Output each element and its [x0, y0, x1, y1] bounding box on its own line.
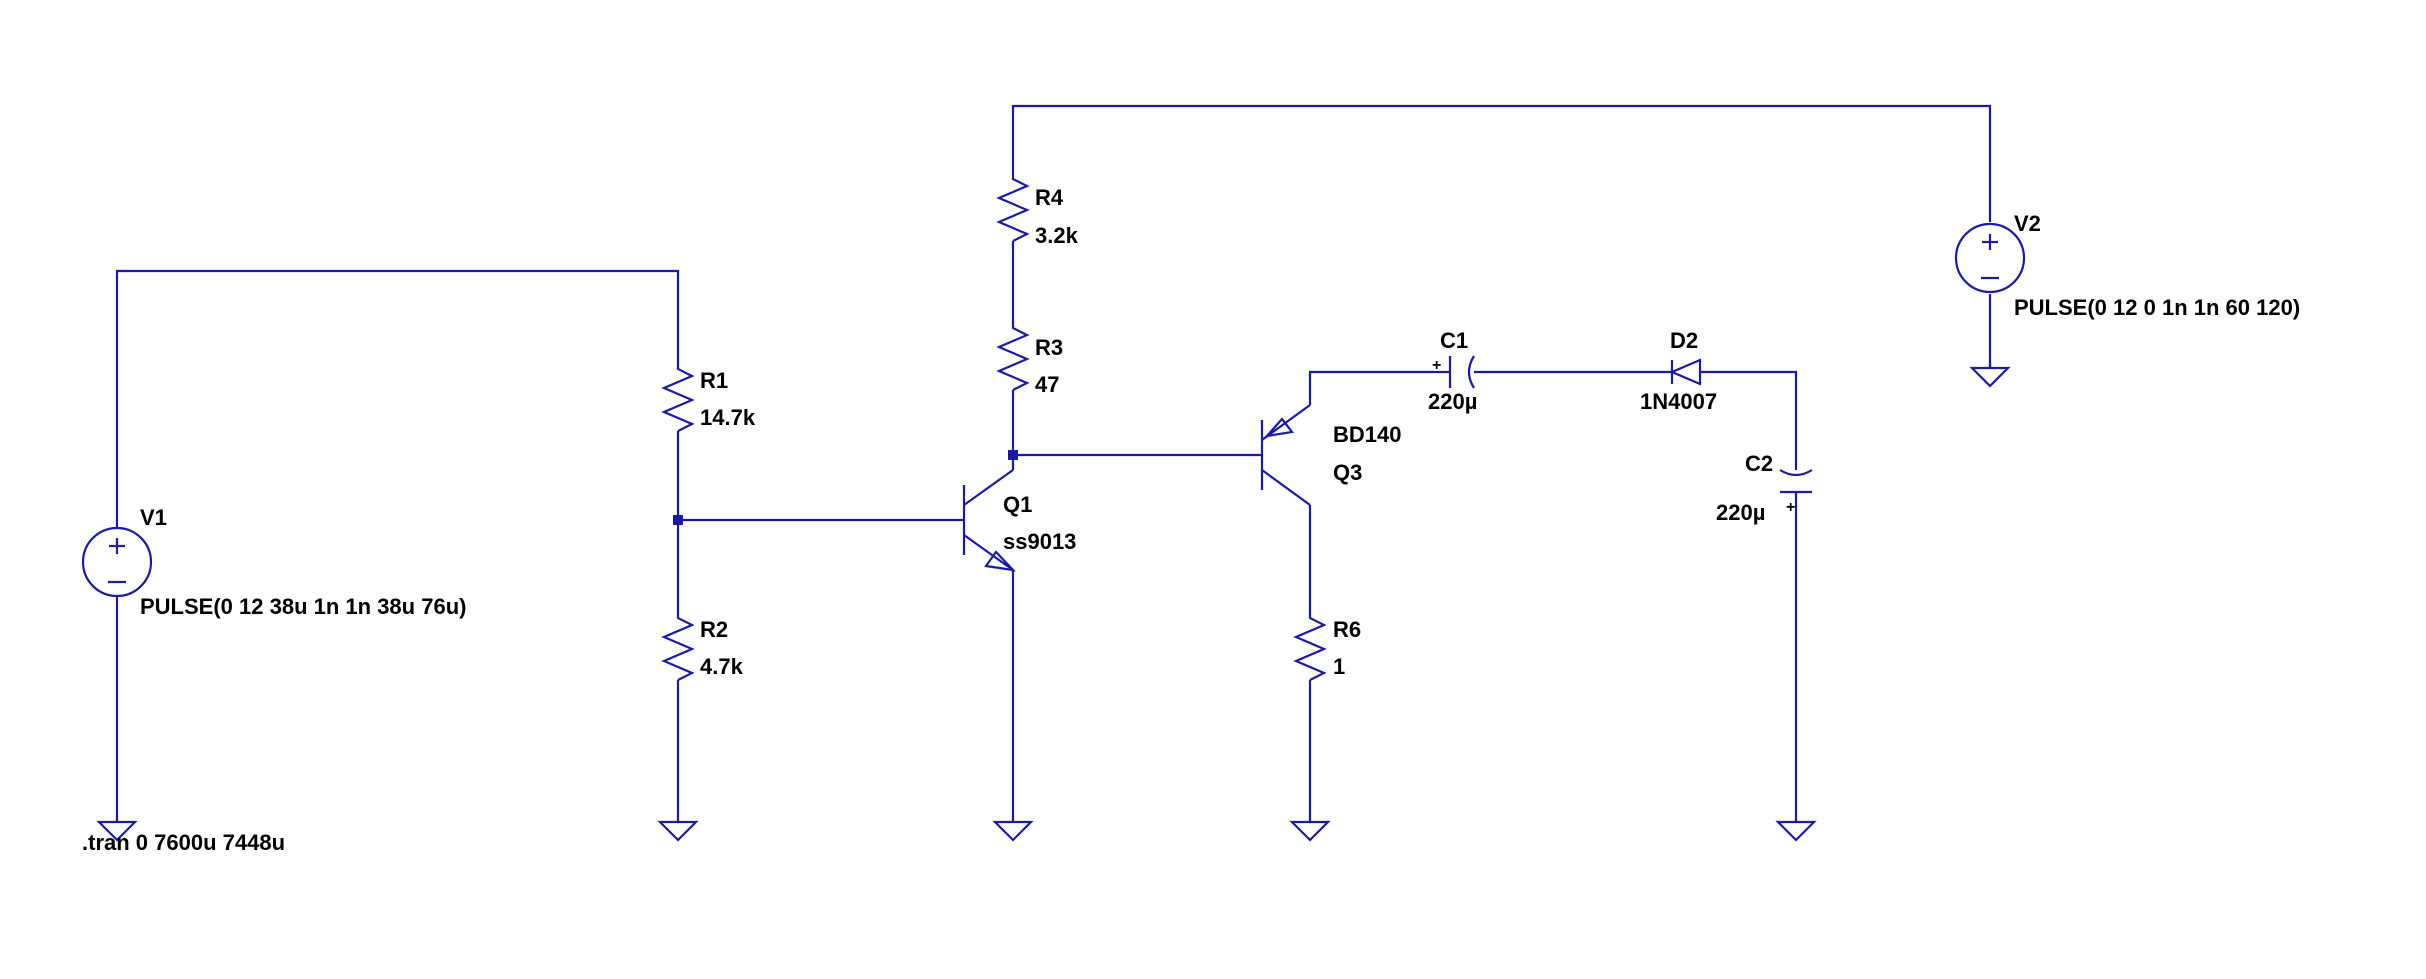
q1-value-label: ss9013 [1003, 529, 1076, 554]
voltage-source-v2 [1954, 222, 2026, 294]
junction-dot-collector [1008, 450, 1018, 460]
voltage-source-v1 [81, 526, 153, 598]
transistor-q3 [1260, 404, 1311, 506]
ground-c2 [1776, 814, 1816, 842]
d2-ref-label: D2 [1670, 328, 1698, 353]
c2-value-label: 220µ [1716, 500, 1765, 525]
r4-value-label: 3.2k [1035, 223, 1079, 248]
r1-value-label: 14.7k [700, 405, 756, 430]
c2-plus-sign: + [1786, 499, 1795, 516]
transistor-q1 [962, 469, 1016, 572]
wires [115, 104, 1992, 816]
resistor-r1 [661, 365, 695, 432]
simulation-directive: .tran 0 7600u 7448u [82, 830, 285, 855]
wire-v1-top [115, 269, 680, 528]
c1-value-label: 220µ [1428, 389, 1477, 414]
c1-ref-label: C1 [1440, 328, 1468, 353]
resistor-r6 [1293, 614, 1327, 681]
resistor-r2 [661, 614, 695, 681]
q3-ref-label: Q3 [1333, 460, 1362, 485]
r6-ref-label: R6 [1333, 617, 1361, 642]
r1-ref-label: R1 [700, 368, 728, 393]
v2-ref-label: V2 [2014, 211, 2041, 236]
wire-d2-c2 [1700, 370, 1798, 470]
r3-value-label: 47 [1035, 372, 1059, 397]
r4-ref-label: R4 [1035, 185, 1064, 210]
d2-value-label: 1N4007 [1640, 389, 1717, 414]
q3-value-label: BD140 [1333, 422, 1401, 447]
wire-v2-r4 [1011, 104, 1992, 222]
ground-r6 [1290, 814, 1330, 842]
v1-ref-label: V1 [140, 505, 167, 530]
ground-q1 [993, 814, 1033, 842]
c2-ref-label: C2 [1745, 451, 1773, 476]
q1-ref-label: Q1 [1003, 492, 1032, 517]
resistor-r3 [996, 324, 1030, 391]
junction-dot-divider [673, 515, 683, 525]
capacitor-c1 [1448, 355, 1475, 389]
capacitor-c2 [1779, 469, 1813, 494]
wire-q3-emitter-c1 [1308, 370, 1450, 405]
v2-value-label: PULSE(0 12 0 1n 1n 60 120) [2014, 295, 2300, 320]
r3-ref-label: R3 [1035, 335, 1063, 360]
c1-plus-sign: + [1432, 357, 1441, 374]
r2-ref-label: R2 [700, 617, 728, 642]
ground-r2 [658, 814, 698, 842]
v1-value-label: PULSE(0 12 38u 1n 1n 38u 76u) [140, 594, 466, 619]
ground-v2 [1970, 360, 2010, 388]
resistor-r4 [996, 175, 1030, 242]
r6-value-label: 1 [1333, 654, 1345, 679]
diode-d2 [1669, 358, 1702, 386]
r2-value-label: 4.7k [700, 654, 744, 679]
